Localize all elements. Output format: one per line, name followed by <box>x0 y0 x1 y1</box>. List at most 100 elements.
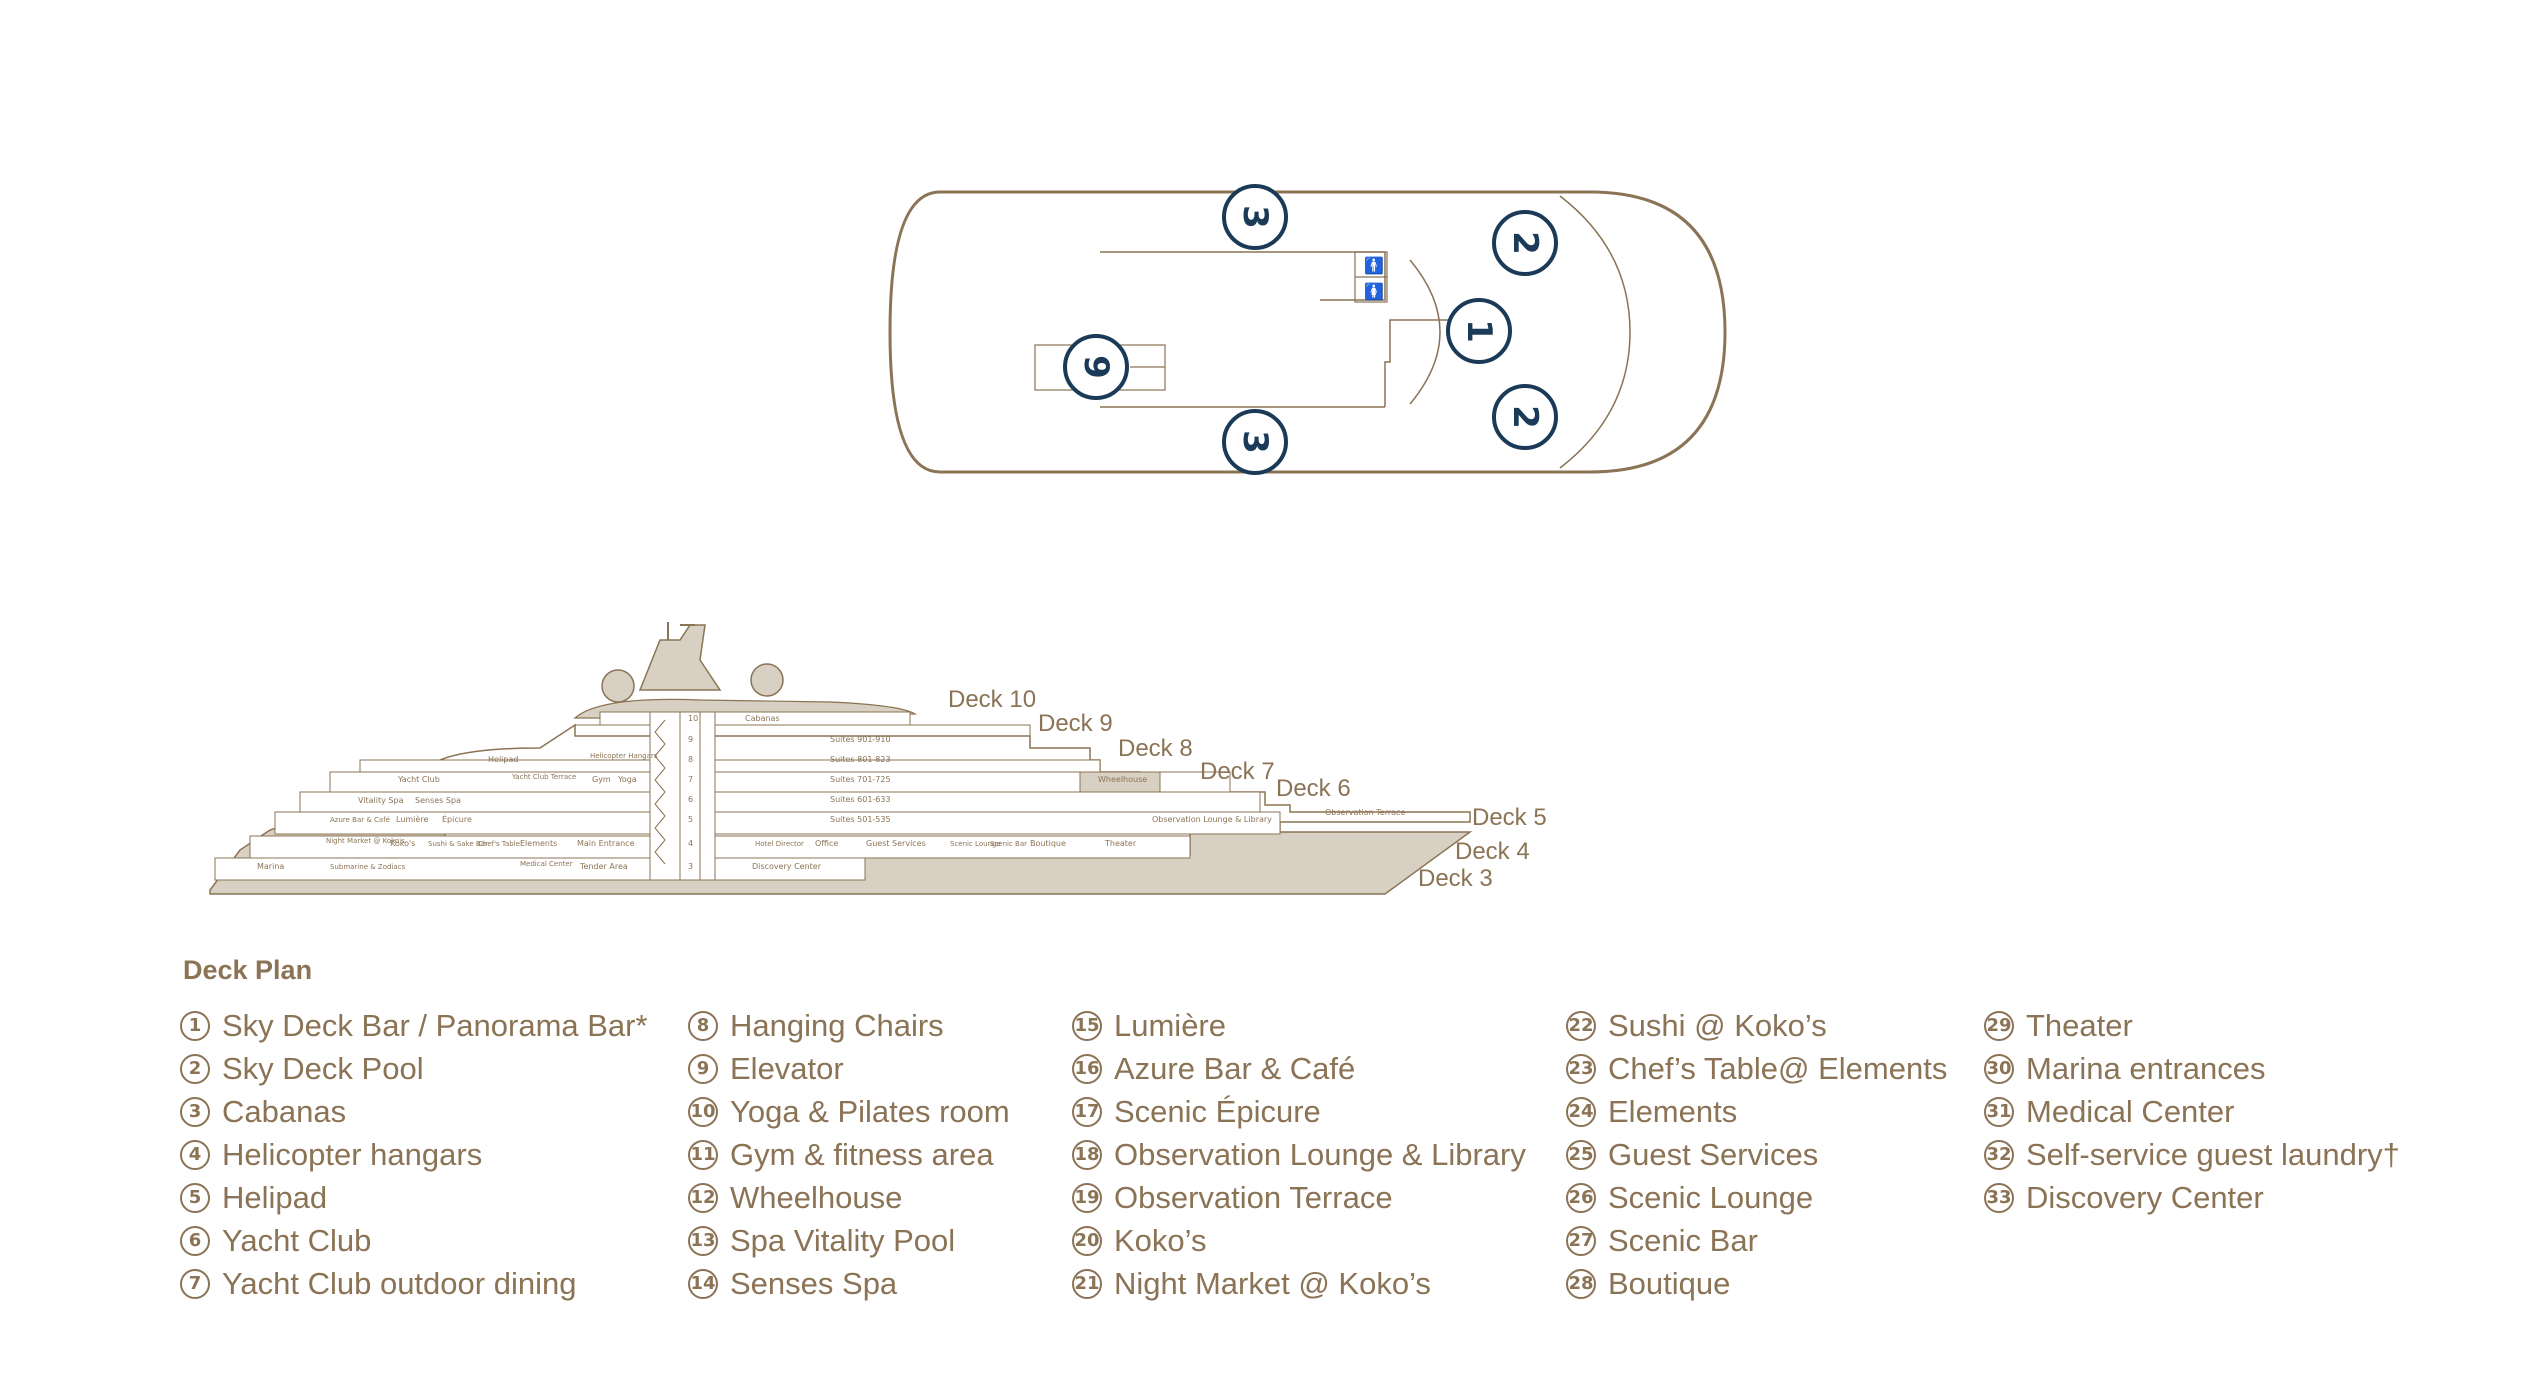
plan-marker-3-bottom: 3 <box>1222 409 1288 475</box>
plan-marker-1: 1 <box>1446 298 1512 364</box>
room-lumiere: Lumière <box>396 814 428 824</box>
legend-number-badge: 9 <box>688 1053 718 1084</box>
legend-label: Boutique <box>1608 1265 1731 1301</box>
legend-item: 18 Observation Lounge & Library <box>1072 1133 1526 1176</box>
legend-label: Scenic Épicure <box>1114 1093 1321 1129</box>
room-helipad: Helipad <box>488 755 518 764</box>
legend-item: 4 Helicopter hangars <box>180 1133 648 1176</box>
legend-number-badge: 14 <box>688 1268 718 1299</box>
legend-number-badge: 28 <box>1566 1268 1596 1299</box>
room-suites-601: Suites 601-633 <box>830 795 891 804</box>
room-yacht-club: Yacht Club <box>397 775 440 784</box>
legend-number-badge: 19 <box>1072 1182 1102 1213</box>
core-deck-7: 7 <box>688 775 693 784</box>
room-chefs-table: Chef's Table <box>478 840 520 848</box>
room-yacht-club-terrace: Yacht Club Terrace <box>511 773 576 781</box>
legend-number-badge: 20 <box>1072 1225 1102 1256</box>
legend-item: 17 Scenic Épicure <box>1072 1090 1526 1133</box>
legend-number-badge: 23 <box>1566 1053 1596 1084</box>
legend-number-badge: 4 <box>180 1139 210 1170</box>
legend-label: Sky Deck Bar / Panorama Bar* <box>222 1007 648 1043</box>
legend-label: Yacht Club <box>222 1222 372 1258</box>
legend-number-badge: 26 <box>1566 1182 1596 1213</box>
room-night-market: Night Market @ Koko's <box>326 837 405 845</box>
legend-label: Discovery Center <box>2026 1179 2264 1215</box>
core-deck-4: 4 <box>688 839 693 848</box>
legend-title: Deck Plan <box>183 955 313 985</box>
legend-number-badge: 5 <box>180 1182 210 1213</box>
deck-label-7: Deck 7 <box>1200 758 1275 785</box>
legend-number-badge: 27 <box>1566 1225 1596 1256</box>
room-suites-701: Suites 701-725 <box>830 775 891 784</box>
legend-item: 29 Theater <box>1984 1004 2400 1047</box>
room-theater: Theater <box>1104 839 1137 848</box>
legend-label: Night Market @ Koko’s <box>1114 1265 1431 1301</box>
legend-number-badge: 17 <box>1072 1096 1102 1127</box>
plan-marker-9: 9 <box>1063 334 1129 400</box>
legend-label: Scenic Lounge <box>1608 1179 1814 1215</box>
legend-label: Elevator <box>730 1050 844 1086</box>
plan-marker-3-top: 3 <box>1222 184 1288 250</box>
room-senses-spa: Senses Spa <box>415 796 461 805</box>
legend-label: Theater <box>2026 1007 2133 1043</box>
legend-number-badge: 18 <box>1072 1139 1102 1170</box>
room-vitality-spa: Vitality Spa <box>358 796 404 805</box>
core-deck-6: 6 <box>688 795 693 804</box>
deck-label-3: Deck 3 <box>1418 865 1493 892</box>
radar-dome <box>601 669 635 703</box>
room-tender-area: Tender Area <box>579 862 628 871</box>
svg-text:3: 3 <box>1235 205 1275 229</box>
bow-inner-line <box>1559 195 1631 469</box>
deck-outline <box>888 190 1727 474</box>
legend-item: 9 Elevator <box>688 1047 1010 1090</box>
room-hotel-director: Hotel Director <box>755 840 804 848</box>
legend-label: Marina entrances <box>2026 1050 2266 1086</box>
legend-number-badge: 29 <box>1984 1010 2014 1041</box>
room-helicopter-hangars: Helicopter Hangars <box>590 752 658 760</box>
legend-number-badge: 30 <box>1984 1053 2014 1084</box>
svg-text:1: 1 <box>1459 319 1499 343</box>
deck-label-8: Deck 8 <box>1118 735 1193 762</box>
deck-label-4: Deck 4 <box>1455 838 1530 865</box>
room-epicure: Épicure <box>442 813 472 824</box>
legend-label: Spa Vitality Pool <box>730 1222 956 1258</box>
legend-number-badge: 6 <box>180 1225 210 1256</box>
legend-number-badge: 8 <box>688 1010 718 1041</box>
room-marina: Marina <box>257 862 284 871</box>
legend-item: 6 Yacht Club <box>180 1219 648 1262</box>
legend-number-badge: 10 <box>688 1096 718 1127</box>
legend-label: Helicopter hangars <box>222 1136 483 1172</box>
legend-label: Observation Lounge & Library <box>1114 1136 1526 1172</box>
legend-label: Hanging Chairs <box>730 1007 944 1043</box>
restroom-icon: 🚹 <box>1364 256 1384 275</box>
room-observation-lounge: Observation Lounge & Library <box>1152 815 1272 824</box>
legend-item: 13 Spa Vitality Pool <box>688 1219 1010 1262</box>
deck-label-10: Deck 10 <box>948 686 1036 713</box>
legend-number-badge: 31 <box>1984 1096 2014 1127</box>
legend-label: Medical Center <box>2026 1093 2235 1129</box>
svg-text:3: 3 <box>1235 430 1275 454</box>
legend-number-badge: 13 <box>688 1225 718 1256</box>
legend-number-badge: 22 <box>1566 1010 1596 1041</box>
legend-label: Azure Bar & Café <box>1114 1050 1356 1086</box>
legend-number-badge: 25 <box>1566 1139 1596 1170</box>
